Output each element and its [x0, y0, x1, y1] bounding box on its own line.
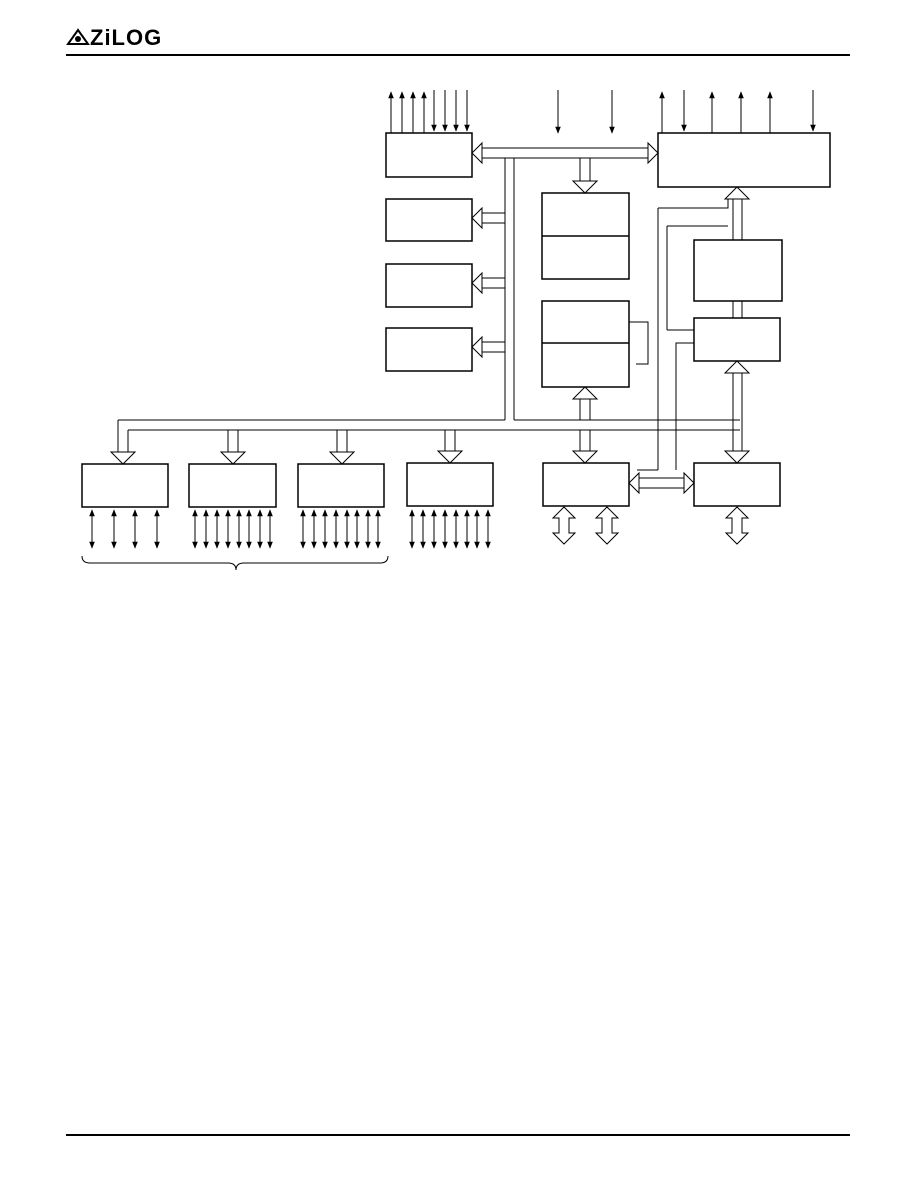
block-left-1	[385, 132, 473, 178]
bottom-pin-arrows	[89, 509, 491, 549]
block-left-2	[385, 198, 473, 242]
block-left-4	[385, 327, 473, 372]
block-right-low	[693, 317, 781, 362]
hollow-bus-arrows	[551, 506, 750, 545]
block-port-3	[297, 463, 385, 508]
block-port-1	[81, 463, 169, 508]
block-port-2	[188, 463, 277, 508]
block-right-top	[657, 132, 831, 188]
footer-rule	[66, 1134, 850, 1136]
zilog-logo-text: ZiLOG	[90, 25, 163, 50]
bus-arrowheads	[109, 141, 751, 495]
top-pin-arrows	[388, 90, 816, 134]
block-left-3	[385, 263, 473, 308]
zilog-logo-icon	[66, 28, 90, 45]
block-center-bottom	[541, 300, 630, 388]
bus-lines	[117, 147, 743, 489]
port-group-brace	[81, 555, 389, 571]
header-rule	[66, 54, 850, 56]
block-right-mid	[693, 239, 783, 302]
block-port-4	[406, 462, 494, 507]
block-bottom-5	[542, 462, 630, 507]
block-bottom-6	[693, 462, 781, 507]
